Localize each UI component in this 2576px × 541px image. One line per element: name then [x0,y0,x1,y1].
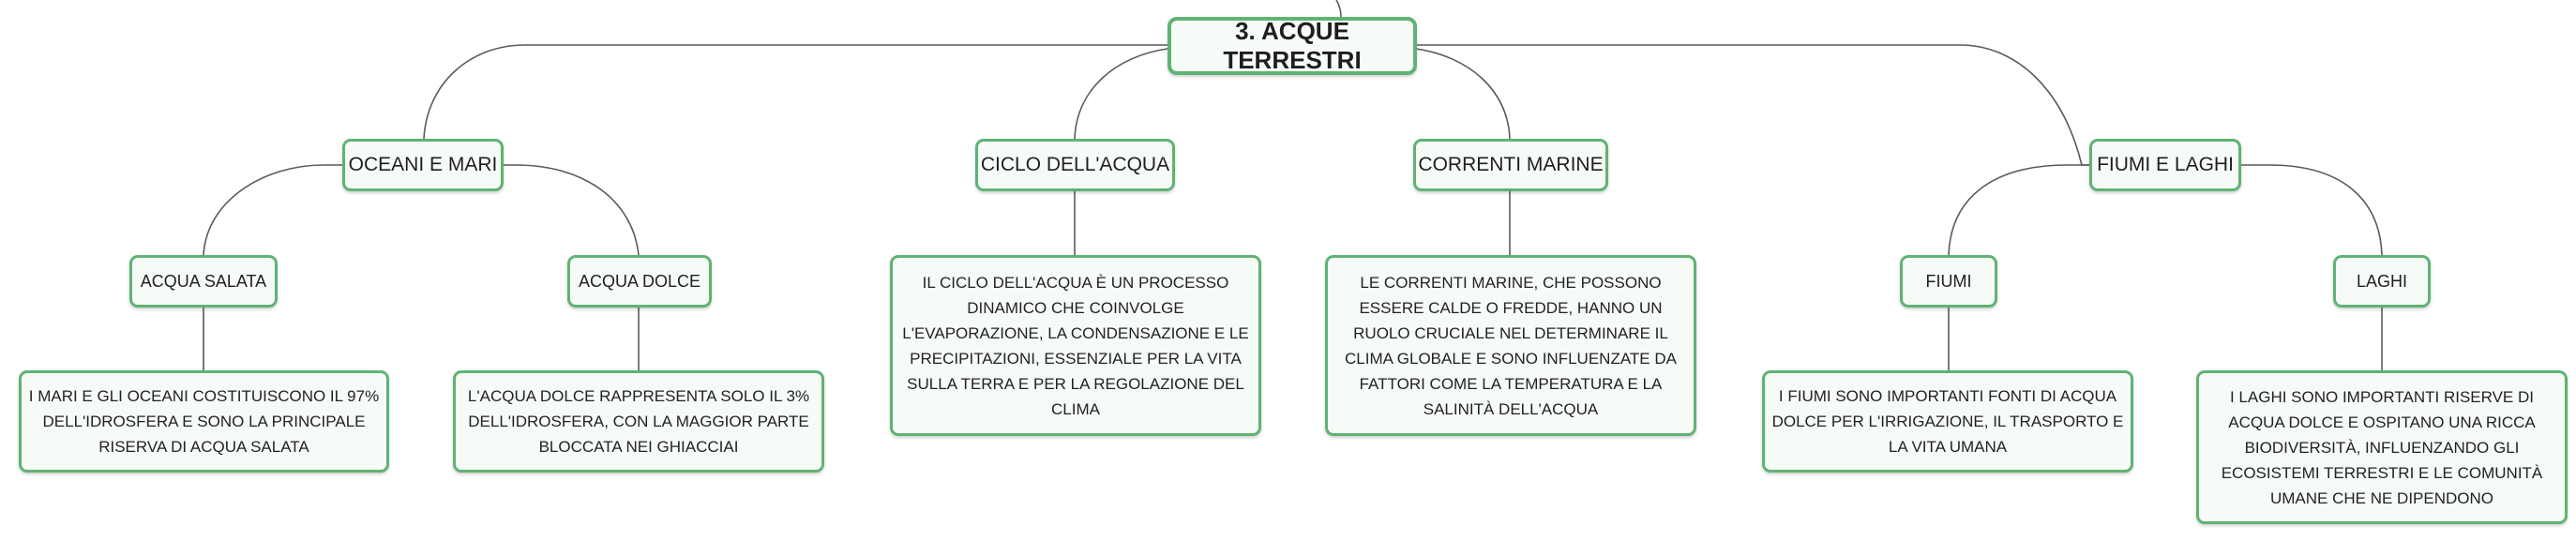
description-fiumi[interactable]: I FIUMI SONO IMPORTANTI FONTI DI ACQUA D… [1762,370,2133,473]
connector-parent-root [1335,0,1342,18]
subtopic-laghi[interactable]: LAGHI [2333,255,2431,308]
subtopic-acqua-dolce[interactable]: ACQUA DOLCE [567,255,712,308]
topic-fiumi-e-laghi[interactable]: FIUMI E LAGHI [2089,139,2241,191]
topic-correnti-marine[interactable]: CORRENTI MARINE [1413,139,1608,191]
subtopic-fiumi[interactable]: FIUMI [1900,255,1997,308]
topic-oceani-e-mari[interactable]: OCEANI E MARI [342,139,504,191]
connector-root-fiumi [1416,44,2089,166]
description-correnti-marine[interactable]: LE CORRENTI MARINE, CHE POSSONO ESSERE C… [1325,255,1696,436]
topic-ciclo-dell-acqua[interactable]: CICLO DELL'ACQUA [975,139,1175,191]
connector-oceani-salata [203,164,342,256]
root-topic[interactable]: 3. ACQUE TERRESTRI [1167,17,1417,75]
connector-root-correnti [1415,48,1511,140]
description-acqua-dolce[interactable]: L'ACQUA DOLCE RAPPRESENTA SOLO IL 3% DEL… [453,370,824,473]
description-acqua-salata[interactable]: I MARI E GLI OCEANI COSTITUISCONO IL 97%… [19,370,389,473]
subtopic-acqua-salata[interactable]: ACQUA SALATA [129,255,278,308]
description-ciclo-dell-acqua[interactable]: IL CICLO DELL'ACQUA È UN PROCESSO DINAMI… [890,255,1261,436]
connector-root-oceani [423,44,1167,140]
connector-oceani-dolce [502,164,640,256]
connector-root-ciclo [1074,48,1168,140]
description-laghi[interactable]: I LAGHI SONO IMPORTANTI RISERVE DI ACQUA… [2196,370,2568,524]
connector-fiumi-laghi [2239,164,2383,256]
connector-fiumi-fiumi [1948,164,2089,256]
